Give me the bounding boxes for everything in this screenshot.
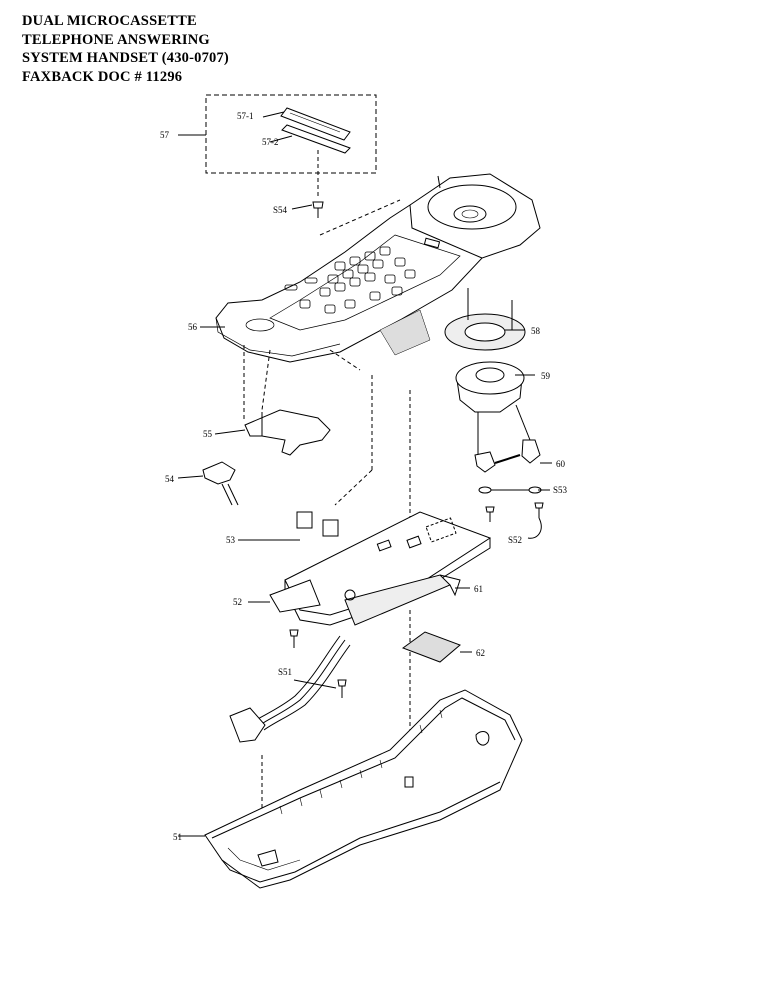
- part-55-bracket: [214, 409, 331, 456]
- part-54-switch: [177, 461, 239, 506]
- label-59: 59: [541, 371, 551, 381]
- label-57-1: 57-1: [237, 111, 254, 121]
- screw-s54: [291, 201, 324, 218]
- label-54: 54: [165, 474, 175, 484]
- label-53: 53: [226, 535, 236, 545]
- speaker-assembly: [444, 288, 531, 460]
- label-51: 51: [173, 832, 182, 842]
- title-line-2: TELEPHONE ANSWERING: [22, 31, 210, 48]
- label-61: 61: [474, 584, 483, 594]
- label-60: 60: [556, 459, 566, 469]
- label-s51: S51: [278, 667, 292, 677]
- label-56: 56: [188, 322, 198, 332]
- screws-s51: [289, 629, 347, 698]
- callout-labels: 57 57-1 57-2 S54 56 58 59 55 54 60 S53 5…: [160, 111, 568, 842]
- title-line-3: SYSTEM HANDSET (430-0707): [22, 50, 229, 66]
- label-s54: S54: [273, 205, 288, 215]
- wire-harness: [229, 635, 351, 743]
- leader-lines: [200, 326, 552, 491]
- title-line-4: FAXBACK DOC # 11296: [22, 68, 183, 85]
- washers-screws: [478, 486, 544, 539]
- part-57-group: [178, 94, 377, 198]
- part-60-clips: [474, 439, 541, 473]
- label-55: 55: [203, 429, 213, 439]
- part-62-pad: [401, 631, 472, 663]
- circuit-board: [248, 511, 492, 626]
- label-s52: S52: [508, 535, 522, 545]
- label-57: 57: [160, 130, 170, 140]
- title-line-1: DUAL MICROCASSETTE: [22, 13, 197, 29]
- handset-bottom-housing: [178, 689, 523, 889]
- label-57-2: 57-2: [262, 137, 279, 147]
- handset-upper-housing: [215, 173, 541, 363]
- part-53-connectors: [238, 511, 339, 541]
- label-52: 52: [233, 597, 242, 607]
- label-58: 58: [531, 326, 541, 336]
- label-s53: S53: [553, 485, 568, 495]
- label-62: 62: [476, 648, 485, 658]
- document-title: DUAL MICROCASSETTE TELEPHONE ANSWERING S…: [22, 12, 229, 86]
